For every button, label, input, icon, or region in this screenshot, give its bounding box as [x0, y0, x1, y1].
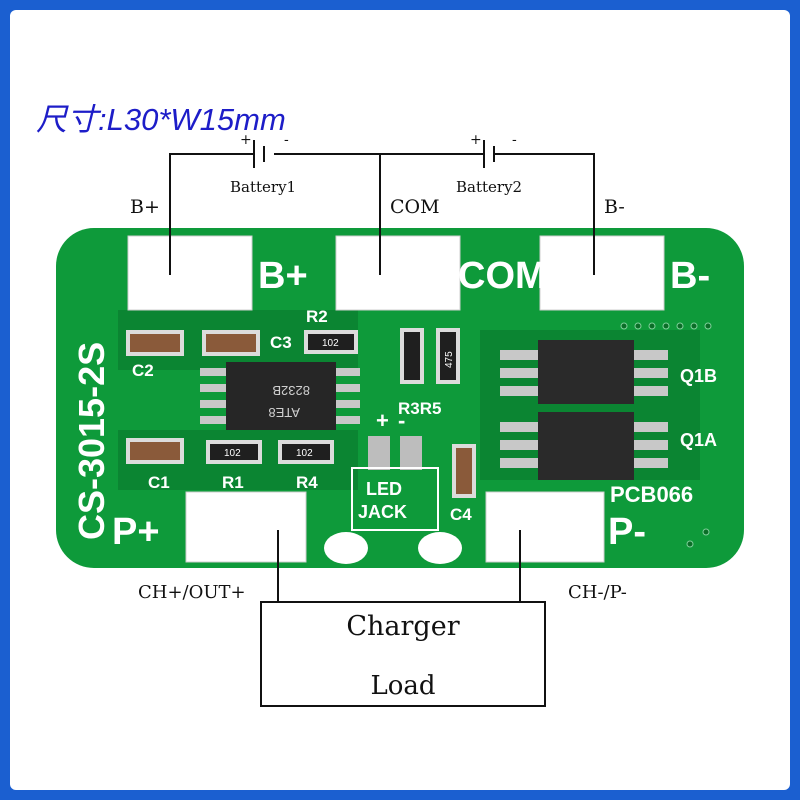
board-model-label: CS-3015-2S [71, 342, 112, 540]
load-label: Load [370, 671, 436, 701]
charger-load-box: Charger Load [260, 601, 546, 707]
resistor-r1 [206, 440, 262, 464]
mounting-hole [324, 532, 368, 564]
pad-b-minus [539, 235, 665, 311]
charger-label: Charger [346, 611, 460, 642]
label-r1: R1 [222, 473, 244, 492]
label-q1b: Q1B [680, 366, 717, 386]
wire-label-b-plus: B+ [130, 196, 160, 218]
led-pad-right [400, 436, 422, 470]
led-label-line2: JACK [358, 502, 407, 522]
pad-p-minus [485, 491, 605, 563]
pad-label-p-minus: P- [608, 511, 646, 553]
resistor-r3 [400, 328, 424, 384]
led-plus-label: + [376, 408, 389, 433]
wiring [169, 140, 595, 601]
pad-label-p-plus: P+ [112, 511, 160, 553]
pad-b-plus [127, 235, 253, 311]
battery1-label: Battery1 [230, 178, 297, 196]
output-label-ch-minus: CH-/P- [568, 582, 627, 603]
battery2-label: Battery2 [456, 178, 523, 196]
pad-com [335, 235, 461, 311]
ic-marking-line2: ATE8 [268, 405, 300, 420]
label-c4: C4 [450, 505, 472, 524]
label-c3: C3 [270, 333, 292, 352]
label-r2: R2 [306, 307, 328, 326]
led-minus-label: - [398, 408, 405, 433]
label-r3r5: R3R5 [398, 399, 441, 418]
label-c2: C2 [132, 361, 154, 380]
pad-p-plus [185, 491, 307, 563]
pcb-code-label: PCB066 [610, 482, 693, 507]
label-q1a: Q1A [680, 430, 717, 450]
resistor-r2-code: 102 [322, 338, 339, 349]
battery2-minus: - [512, 132, 517, 148]
mosfet-q1a [500, 412, 668, 480]
resistor-r2 [304, 330, 358, 354]
led-pad-left [368, 436, 390, 470]
size-label: 尺寸:L30*W15mm [36, 102, 286, 137]
wire-label-com: COM [390, 196, 440, 218]
resistor-r4 [278, 440, 334, 464]
mosfet-q1b [500, 340, 668, 404]
pad-label-b-minus: B- [670, 255, 710, 297]
resistor-r5 [436, 328, 460, 384]
output-label-ch-plus: CH+/OUT+ [138, 582, 246, 603]
label-c1: C1 [148, 473, 170, 492]
pad-label-com: COM [458, 255, 547, 297]
led-outline [351, 467, 439, 531]
battery1-plus: + [240, 132, 252, 148]
capacitor-c2 [126, 330, 184, 356]
capacitor-c1 [126, 438, 184, 464]
wire-label-b-minus: B- [604, 196, 625, 218]
vias [620, 322, 712, 548]
battery1-minus: - [284, 132, 289, 148]
ic-marking-line1: 8232B [272, 383, 310, 398]
pad-label-b-plus: B+ [258, 255, 308, 297]
ic-chip [200, 362, 360, 430]
label-r4: R4 [296, 473, 318, 492]
led-label-line1: LED [366, 479, 402, 499]
resistor-r4-code: 102 [296, 448, 313, 459]
mounting-hole [418, 532, 462, 564]
resistor-r5-code: 475 [444, 351, 455, 368]
resistor-r1-code: 102 [224, 448, 241, 459]
capacitor-c4 [452, 444, 476, 498]
capacitor-c3 [202, 330, 260, 356]
battery2-plus: + [470, 132, 482, 148]
